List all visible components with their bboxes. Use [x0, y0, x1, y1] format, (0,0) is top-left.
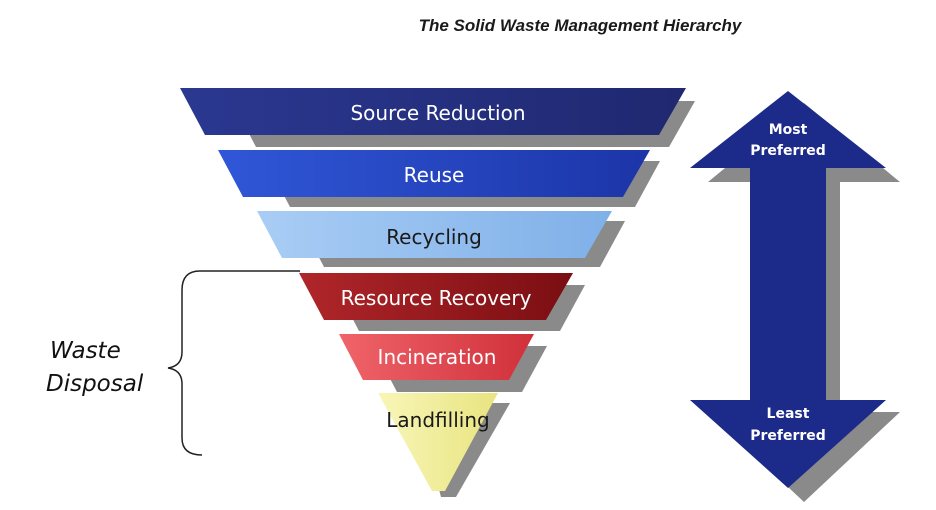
tier-incineration	[339, 334, 534, 380]
double-arrow-icon	[690, 91, 886, 488]
tier-label-source-reduction: Source Reduction	[350, 101, 525, 125]
tier-label-landfilling: Landfilling	[386, 408, 489, 432]
tier-source-reduction	[180, 88, 686, 135]
tier-label-resource-recovery: Resource Recovery	[341, 286, 532, 310]
tier-label-group: Source Reduction Reuse Recycling Resourc…	[341, 101, 532, 432]
tier-label-reuse: Reuse	[404, 163, 465, 187]
preference-arrow: Most Preferred Least Preferred	[690, 91, 900, 502]
tier-label-recycling: Recycling	[386, 225, 482, 249]
pyramid-tier-group	[180, 88, 686, 491]
arrow-top-label-line1: Most	[769, 122, 808, 138]
arrow-bottom-label-line2: Preferred	[750, 428, 826, 444]
tier-resource-recovery	[299, 273, 573, 320]
page-title: The Solid Waste Management Hierarchy	[418, 16, 742, 35]
arrow-top-label-line2: Preferred	[750, 143, 826, 159]
waste-disposal-brace: Waste Disposal	[46, 270, 300, 456]
tier-landfilling	[378, 393, 498, 491]
arrow-bottom-label-line1: Least	[767, 406, 810, 422]
brace-icon	[167, 270, 300, 456]
tier-reuse	[218, 150, 650, 197]
waste-disposal-label-line1: Waste	[50, 338, 121, 364]
waste-disposal-label-line2: Disposal	[46, 371, 144, 397]
tier-label-incineration: Incineration	[378, 345, 497, 369]
tier-recycling	[257, 211, 612, 258]
